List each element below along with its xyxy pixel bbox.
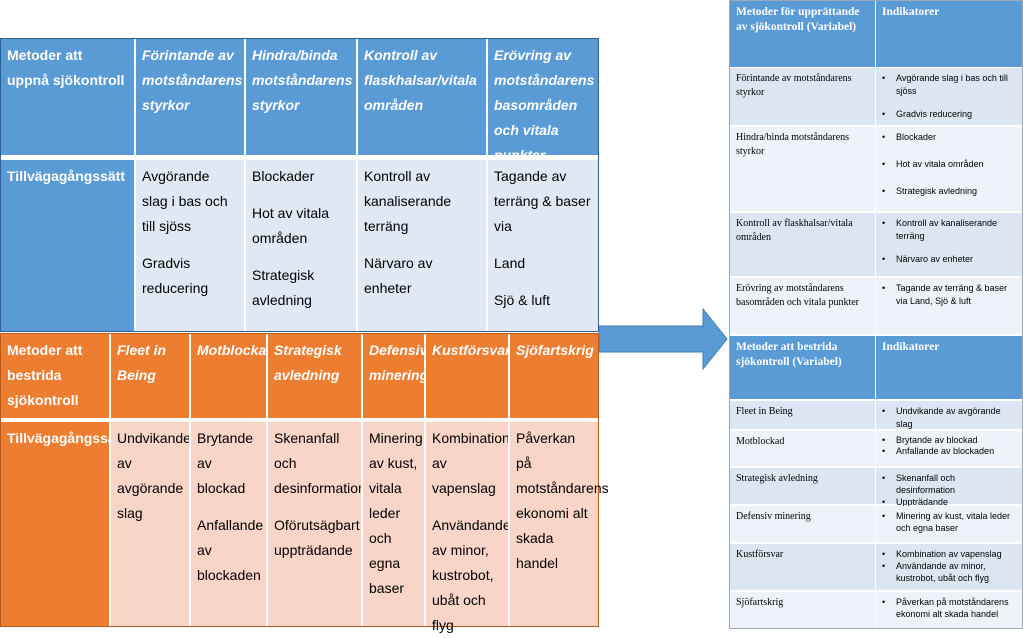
top-cell-2: Blockader Hot av vitala områden Strategi…	[244, 158, 356, 331]
top-header-col-3: Kontroll av flaskhalsar/vitala områden	[356, 39, 486, 155]
top-cell-4: Tagande av terräng & baser via Land Sjö …	[486, 158, 598, 331]
right-top-row-3-items: Kontroll av kanaliserande terräng Närvar…	[876, 213, 1022, 276]
bottom-table: Metoder att bestrida sjökontroll Fleet i…	[0, 333, 609, 633]
top-cell-1: Avgörande slag i bas och till sjöss Grad…	[134, 158, 244, 331]
bottom-cell-2: Brytande av blockad Anfallande av blocka…	[189, 420, 266, 626]
right-bottom-header-indicators: Indikatorer	[876, 336, 1022, 399]
right-bottom-row-5-items: Kombination av vapenslag Användande av m…	[876, 544, 1022, 590]
right-bottom-row-6-items: Påverkan på motståndarens ekonomi alt sk…	[876, 592, 1022, 628]
top-header-method: Metoder att uppnå sjökontroll	[1, 39, 134, 155]
top-header-col-2: Hindra/binda motståndarens styrkor	[244, 39, 356, 155]
right-bottom-row-1-label: Fleet in Being	[730, 401, 875, 429]
bottom-header-col-5: Kustförsvar	[424, 334, 511, 418]
right-panel: Metoder för upprättande av sjökontroll (…	[729, 0, 1023, 629]
bottom-row-label: Tillvägagångssätt	[1, 420, 125, 626]
right-bottom-row-2-label: Motblockad	[730, 431, 875, 466]
right-bottom-row-4-items: Minering av kust, vitala leder och egna …	[876, 506, 1022, 542]
bottom-cell-4: Minering av kust, vitala leder och egna …	[361, 420, 424, 626]
right-bottom-row-5-label: Kustförsvar	[730, 544, 875, 590]
right-top-row-2-items: Blockader Hot av vitala områden Strategi…	[876, 127, 1022, 211]
right-top-header-indicators: Indikatorer	[876, 1, 1022, 67]
top-table: Metoder att uppnå sjökontroll Förintande…	[0, 38, 599, 332]
bottom-cell-1: Undvikande av avgörande slag	[109, 420, 191, 626]
right-top-row-3-label: Kontroll av flaskhalsar/vitala områden	[730, 213, 875, 276]
right-bottom-row-3-label: Strategisk avledning	[730, 468, 875, 504]
right-bottom-row-3-items: Skenanfall och desinformation Uppträdand…	[876, 468, 1022, 508]
top-header-col-1: Förintande av motståndarens styrkor	[134, 39, 244, 155]
bottom-cell-5: Kombination av vapenslag Användande av m…	[424, 420, 511, 633]
right-bottom-row-4-label: Defensiv minering	[730, 506, 875, 542]
bottom-cell-3: Skenanfall och desinformation Oförutsägb…	[266, 420, 366, 626]
right-bottom-row-1-items: Undvikande av avgörande slag	[876, 401, 1022, 429]
right-top-row-4-items: Tagande av terräng & baser via Land, Sjö…	[876, 278, 1022, 334]
right-bottom-row-6-label: Sjöfartskrig	[730, 592, 875, 628]
right-top-row-2-label: Hindra/binda motståndarens styrkor	[730, 127, 875, 211]
bottom-header-col-6: Sjöfartskrig	[508, 334, 598, 418]
top-cell-3: Kontroll av kanaliserande terräng Närvar…	[356, 158, 486, 331]
bottom-cell-6: Påverkan på motståndarens ekonomi alt sk…	[508, 420, 609, 626]
top-header-col-4: Erövring av motståndarens basområden och…	[486, 39, 598, 163]
bottom-header-method: Metoder att bestrida sjökontroll	[1, 334, 109, 418]
right-top-row-1-items: Avgörande slag i bas och till sjöss Grad…	[876, 68, 1022, 125]
right-top-header-method: Metoder för upprättande av sjökontroll (…	[730, 1, 875, 67]
bottom-header-col-4: Defensiv minering	[361, 334, 428, 418]
right-bottom-row-2-items: Brytande av blockad Anfallande av blocka…	[876, 431, 1022, 466]
top-row-label: Tillvägagångssätt	[1, 158, 134, 331]
bottom-header-col-2: Motblockad	[189, 334, 275, 418]
right-bottom-header-method: Metoder att bestrida sjökontroll (Variab…	[730, 336, 875, 399]
bottom-header-col-3: Strategisk avledning	[266, 334, 361, 418]
right-top-row-1-label: Förintande av motståndarens styrkor	[730, 68, 875, 125]
right-top-row-4-label: Erövring av motståndarens basområden och…	[730, 278, 875, 334]
right-arrow-icon	[599, 307, 728, 371]
bottom-header-col-1: Fleet in Being	[109, 334, 189, 418]
